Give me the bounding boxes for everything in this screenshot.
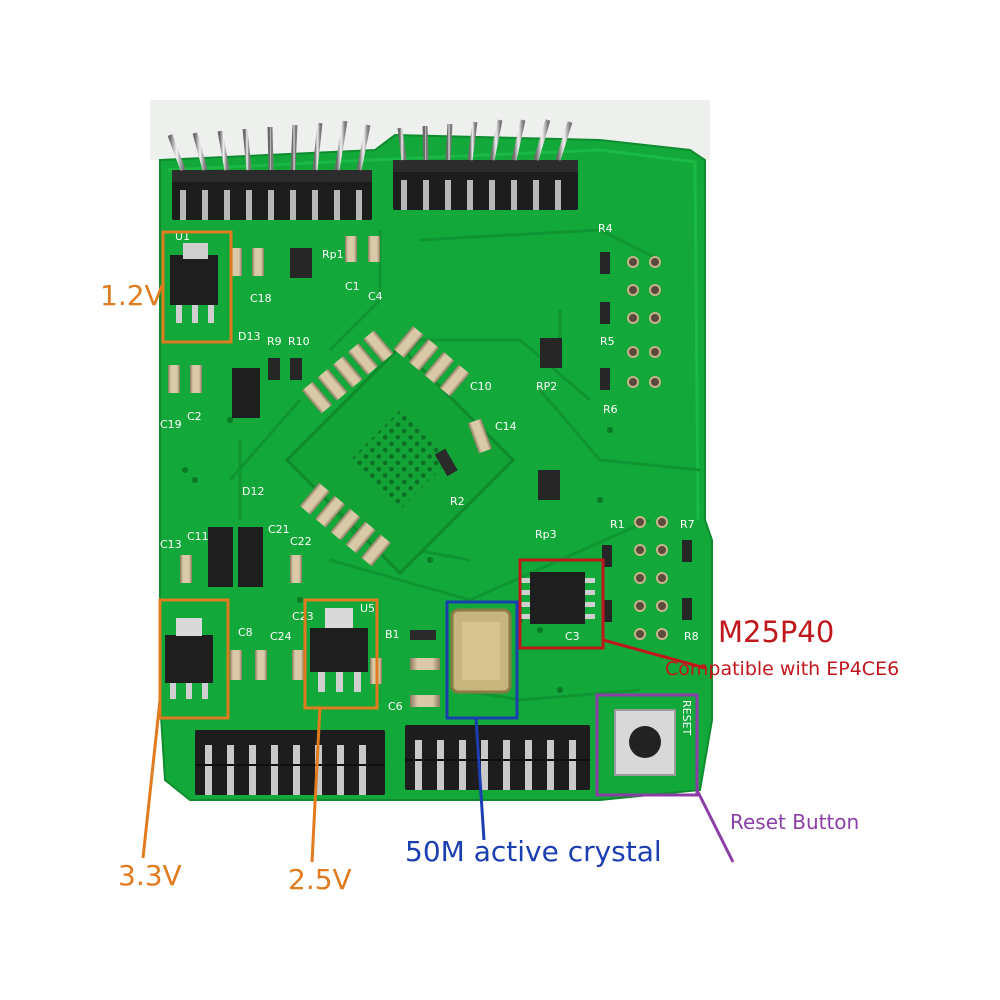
- right-pin-field: [627, 256, 668, 640]
- top-right-pin-header: [393, 119, 578, 210]
- label-flash: M25P40: [718, 615, 835, 649]
- silk-r9: R9: [267, 335, 282, 348]
- silk-c19: C19: [160, 418, 182, 431]
- box-1v2: [161, 230, 233, 344]
- silk-c21: C21: [268, 523, 290, 536]
- silk-c22: C22: [290, 535, 312, 548]
- label-reset: Reset Button: [730, 810, 860, 834]
- silk-c23: C23: [292, 610, 314, 623]
- diode-d13: [232, 368, 260, 418]
- silk-c13: C13: [160, 538, 182, 551]
- annotation-boxes: [158, 230, 699, 797]
- label-1v2: 1.2V: [100, 279, 164, 312]
- silk-c1: C1: [345, 280, 360, 293]
- silk-r4: R4: [598, 222, 613, 235]
- box-2v5: [303, 598, 379, 710]
- box-reset: [595, 693, 699, 797]
- reset-switch: [614, 709, 676, 776]
- silk-c8: C8: [238, 626, 253, 639]
- silk-r10: R10: [288, 335, 310, 348]
- silk-rp3: Rp3: [535, 528, 557, 541]
- leader-lines: [141, 638, 735, 863]
- silk-c4: C4: [368, 290, 383, 303]
- bottom-left-pin-header: [195, 730, 385, 795]
- silk-d13: D13: [238, 330, 260, 343]
- silk-r6: R6: [603, 403, 618, 416]
- box-crystal: [445, 600, 519, 720]
- silk-r1: R1: [610, 518, 625, 531]
- passive-components: [168, 236, 692, 707]
- bottom-right-pin-header: [405, 725, 590, 790]
- silk-c3: C3: [565, 630, 580, 643]
- silk-r2: R2: [450, 495, 465, 508]
- silkscreen-labels: U1 C18 C1 C4 Rp1 D13 R9 R10 C19 C2 D12 C…: [160, 222, 699, 736]
- silk-c18: C18: [250, 292, 272, 305]
- capacitor-arrays: [299, 326, 493, 567]
- silk-reset: RESET: [680, 700, 693, 736]
- label-crystal: 50M active crystal: [405, 835, 662, 868]
- regulator-1v2: [170, 243, 218, 323]
- silk-r5: R5: [600, 335, 615, 348]
- crystal-oscillator: [450, 608, 512, 694]
- silk-u5: U5: [360, 602, 375, 615]
- silk-b1: B1: [385, 628, 400, 641]
- box-3v3: [158, 598, 230, 720]
- silk-c6: C6: [388, 700, 403, 713]
- silk-rp2: RP2: [536, 380, 557, 393]
- top-left-pin-header: [167, 120, 372, 220]
- box-flash: [518, 558, 605, 650]
- diode-ss: [208, 527, 233, 587]
- diode-m7: [238, 527, 263, 587]
- silk-r8: R8: [684, 630, 699, 643]
- regulator-3v3: [165, 618, 213, 699]
- label-flash-note: Compatible with EP4CE6: [665, 658, 900, 680]
- silk-d12: D12: [242, 485, 264, 498]
- silk-c10: C10: [470, 380, 492, 393]
- silk-c24: C24: [270, 630, 292, 643]
- silk-rp1: Rp1: [322, 248, 344, 261]
- silk-r7: R7: [680, 518, 695, 531]
- silk-c11: C11: [187, 530, 209, 543]
- regulator-2v5: [310, 608, 368, 692]
- flash-chip: [520, 572, 595, 624]
- label-2v5: 2.5V: [288, 863, 352, 896]
- label-3v3: 3.3V: [118, 859, 182, 892]
- silk-c14: C14: [495, 420, 517, 433]
- silk-c2: C2: [187, 410, 202, 423]
